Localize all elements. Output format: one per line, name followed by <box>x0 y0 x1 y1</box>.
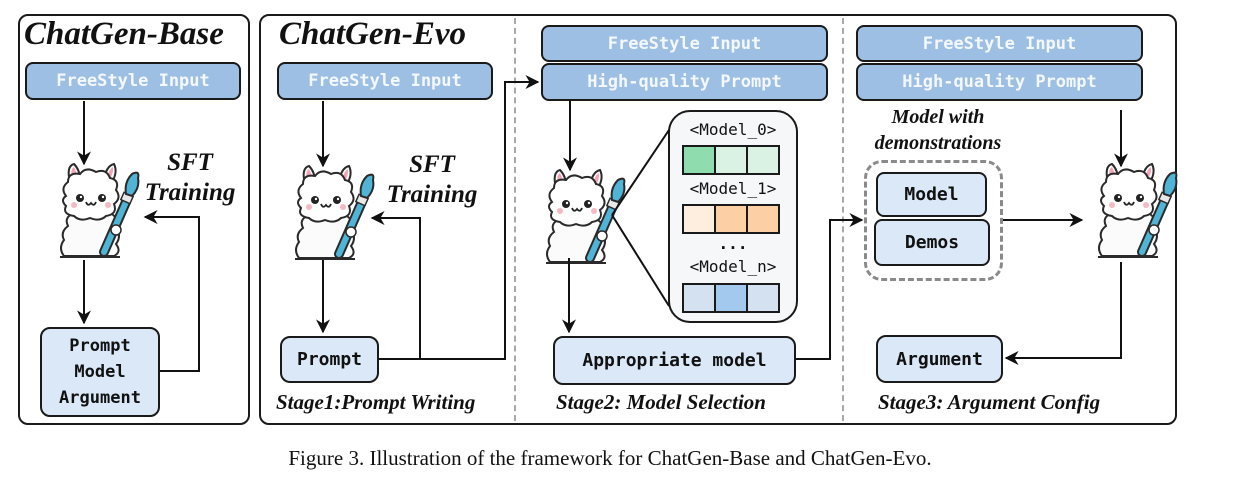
stage2-freestyle-input-box: FreeStyle Input <box>541 25 828 62</box>
model-n-cell <box>748 285 778 311</box>
model-0-name: <Model_0> <box>689 120 777 139</box>
base-sft-line2: Training <box>144 179 236 206</box>
callout-line-bottom <box>611 214 670 307</box>
stage3-demos-box: Demos <box>874 219 990 266</box>
model-n-name: <Model_n> <box>689 257 777 276</box>
model-0-cell <box>684 147 716 173</box>
base-freestyle-input-label: FreeStyle Input <box>56 71 210 91</box>
stage3-demos-label: Demos <box>904 232 960 253</box>
arrow-s3-llama-to-argument <box>1004 262 1122 365</box>
base-sft-line1: SFT <box>167 149 213 176</box>
model-0-cell <box>748 147 778 173</box>
base-sft-training-label: SFT Training <box>140 148 240 208</box>
stage2-appropriate-model-box: Appropriate model <box>553 336 796 385</box>
stage3-argument-label: Argument <box>896 348 983 370</box>
chatgen-base-title: ChatGen-Base <box>24 16 224 52</box>
base-output-box: Prompt Model Argument <box>40 327 160 417</box>
model-0-cells <box>682 145 780 175</box>
model-with-demonstrations-title: Model with demonstrations <box>864 104 1012 156</box>
base-freestyle-input-box: FreeStyle Input <box>25 62 241 100</box>
stage1-freestyle-input-label: FreeStyle Input <box>308 71 462 91</box>
stage1-label: Stage1:Prompt Writing <box>276 390 476 414</box>
stage3-freestyle-input-label: FreeStyle Input <box>922 33 1077 54</box>
arrow-s2-model-to-s3 <box>796 213 864 360</box>
model-demos-group <box>864 160 1003 281</box>
stage1-freestyle-input-box: FreeStyle Input <box>277 62 493 100</box>
arrow-base-sft-feedback <box>143 210 200 372</box>
model-candidates-callout: <Model_0> <Model_1> ... <Model_n> <box>668 110 798 323</box>
model-1-cells <box>682 204 780 234</box>
model-ellipsis: ... <box>718 234 748 253</box>
stage3-model-label: Model <box>904 184 959 205</box>
stage1-prompt-box: Prompt <box>280 336 379 383</box>
stage2-freestyle-input-label: FreeStyle Input <box>607 33 762 54</box>
stage-divider-1 <box>514 18 516 421</box>
figure-caption: Figure 3. Illustration of the framework … <box>288 446 932 470</box>
stage3-high-quality-prompt-box: High-quality Prompt <box>856 63 1143 101</box>
model-n-cells <box>682 283 780 313</box>
stage3-freestyle-input-box: FreeStyle Input <box>856 25 1143 62</box>
model-n-cell <box>684 285 716 311</box>
demo-title-line2: demonstrations <box>874 132 1002 154</box>
stage1-sft-training-label: SFT Training <box>382 150 482 210</box>
stage3-label: Stage3: Argument Config <box>878 390 1101 414</box>
stage2-label: Stage2: Model Selection <box>556 390 766 414</box>
stage3-model-box: Model <box>876 172 987 217</box>
model-1-cell <box>684 206 716 232</box>
stage2-high-quality-prompt-box: High-quality Prompt <box>541 63 828 101</box>
stage3-high-quality-prompt-label: High-quality Prompt <box>902 72 1097 92</box>
model-1-cell <box>748 206 778 232</box>
arrow-s1-sft-feedback <box>370 211 421 360</box>
stage1-sft-line2: Training <box>386 181 478 208</box>
demo-title-line1: Model with <box>891 106 985 128</box>
model-1-cell <box>716 206 748 232</box>
model-n-cell <box>716 285 748 311</box>
base-output-model: Model <box>74 362 126 382</box>
stage1-sft-line1: SFT <box>409 151 455 178</box>
stage2-high-quality-prompt-label: High-quality Prompt <box>587 72 782 92</box>
chatgen-evo-title: ChatGen-Evo <box>279 16 467 52</box>
arrow-s1-prompt-to-s2 <box>379 75 540 360</box>
base-output-prompt: Prompt <box>69 336 131 356</box>
stage2-appropriate-model-label: Appropriate model <box>582 350 767 371</box>
model-0-cell <box>716 147 748 173</box>
stage1-prompt-label: Prompt <box>296 349 363 370</box>
base-output-argument: Argument <box>59 388 141 408</box>
stage3-argument-box: Argument <box>876 335 1003 383</box>
model-1-name: <Model_1> <box>689 179 777 198</box>
callout-line-top <box>611 129 670 216</box>
